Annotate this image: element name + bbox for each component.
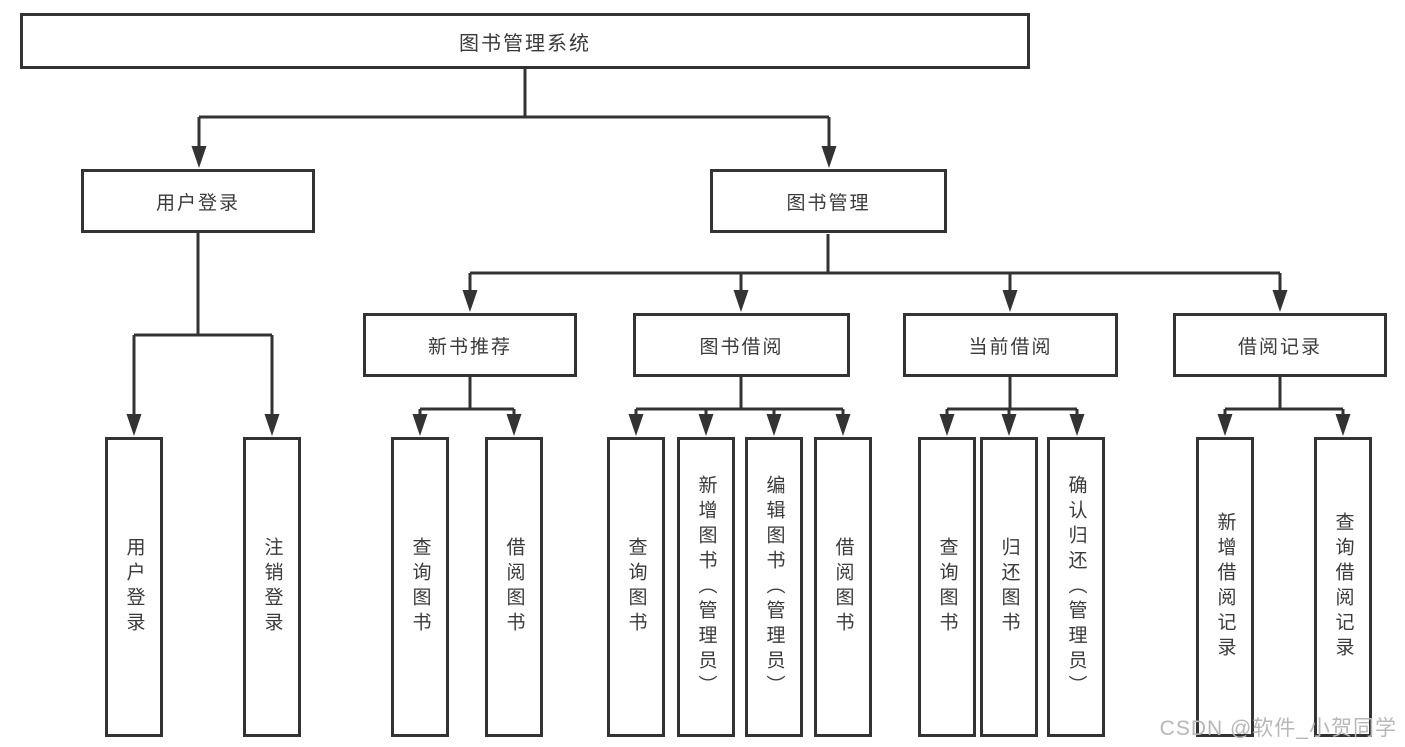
node-label: 图书管理 (786, 192, 871, 214)
node-label: 编辑图书（管理员） (763, 474, 785, 700)
node-label: 用户登录 (155, 192, 240, 214)
leaf-query-books-borrowing: 查询图书 (607, 437, 665, 737)
node-label: 查询图书 (625, 537, 647, 637)
node-new-book-recommendation: 新书推荐 (363, 313, 577, 377)
node-label: 新书推荐 (427, 336, 512, 358)
node-label: 用户登录 (123, 537, 145, 637)
node-label: 借阅图书 (832, 537, 854, 637)
node-book-management: 图书管理 (710, 169, 947, 233)
node-label: 查询借阅记录 (1332, 512, 1354, 662)
leaf-logout-login: 注销登录 (243, 437, 301, 737)
watermark: CSDN @软件_小贺同学 (1159, 717, 1397, 740)
node-label: 新增借阅记录 (1214, 512, 1236, 662)
node-label: 借阅记录 (1237, 336, 1322, 358)
leaf-query-borrow-record: 查询借阅记录 (1314, 437, 1372, 737)
leaf-borrow-books-borrowing: 借阅图书 (814, 437, 872, 737)
node-label: 借阅图书 (503, 537, 525, 637)
leaf-query-books-recommend: 查询图书 (391, 437, 449, 737)
node-user-login: 用户登录 (81, 169, 315, 233)
leaf-query-books-current: 查询图书 (918, 437, 976, 737)
node-label: 图书管理系统 (459, 32, 591, 55)
node-label: 查询图书 (936, 537, 958, 637)
node-current-borrowing: 当前借阅 (903, 313, 1118, 377)
node-system-root: 图书管理系统 (20, 13, 1030, 69)
leaf-confirm-return-admin: 确认归还（管理员） (1047, 437, 1105, 737)
node-label: 确认归还（管理员） (1065, 474, 1087, 700)
leaf-return-books: 归还图书 (980, 437, 1038, 737)
leaf-add-borrow-record: 新增借阅记录 (1196, 437, 1254, 737)
leaf-user-login: 用户登录 (105, 437, 163, 737)
node-borrowing-records: 借阅记录 (1173, 313, 1387, 377)
leaf-borrow-books-recommend: 借阅图书 (485, 437, 543, 737)
node-book-borrowing: 图书借阅 (633, 313, 850, 377)
leaf-edit-books-admin: 编辑图书（管理员） (745, 437, 803, 737)
node-label: 归还图书 (998, 537, 1020, 637)
node-label: 新增图书（管理员） (695, 474, 717, 700)
node-label: 查询图书 (409, 537, 431, 637)
node-label: 当前借阅 (968, 336, 1053, 358)
node-label: 注销登录 (261, 537, 283, 637)
leaf-add-books-admin: 新增图书（管理员） (677, 437, 735, 737)
node-label: 图书借阅 (699, 336, 784, 358)
